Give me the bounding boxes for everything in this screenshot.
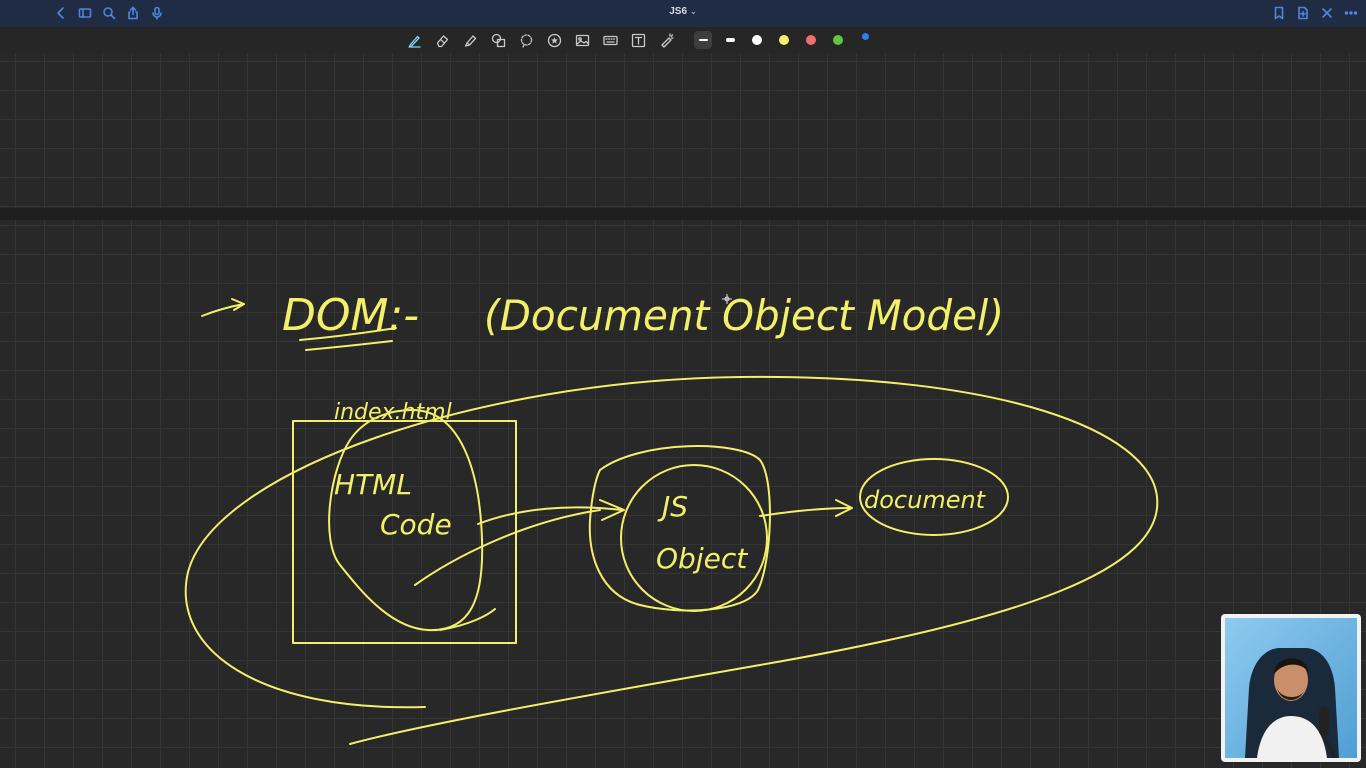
microphone-icon[interactable] bbox=[148, 4, 166, 22]
document-title-text: JS6 bbox=[669, 6, 688, 17]
add-page-icon[interactable] bbox=[1294, 4, 1312, 22]
notebook-page-previous[interactable] bbox=[0, 53, 1366, 208]
lasso-icon[interactable] bbox=[516, 30, 537, 51]
color-red-swatch[interactable] bbox=[802, 31, 820, 49]
pointer-cursor-icon bbox=[722, 294, 732, 304]
tool-group bbox=[404, 30, 677, 51]
sticker-icon[interactable] bbox=[544, 30, 565, 51]
image-icon[interactable] bbox=[572, 30, 593, 51]
keyboard-icon[interactable] bbox=[600, 30, 621, 51]
title-bar-right-controls bbox=[1270, 4, 1360, 22]
shapes-icon[interactable] bbox=[488, 30, 509, 51]
title-bar: JS6⌄ bbox=[0, 0, 1366, 28]
thick-stroke-button[interactable] bbox=[721, 31, 739, 49]
webcam-overlay bbox=[1221, 614, 1361, 762]
back-icon[interactable] bbox=[52, 4, 70, 22]
notebook-page-current[interactable] bbox=[0, 220, 1366, 768]
highlighter-icon[interactable] bbox=[460, 30, 481, 51]
document-title[interactable]: JS6⌄ bbox=[0, 6, 1366, 17]
eraser-icon[interactable] bbox=[432, 30, 453, 51]
text-icon[interactable] bbox=[628, 30, 649, 51]
chevron-down-icon: ⌄ bbox=[690, 7, 697, 16]
stroke-and-color-palette bbox=[694, 31, 874, 49]
color-white-swatch[interactable] bbox=[748, 31, 766, 49]
color-yellow-swatch[interactable] bbox=[775, 31, 793, 49]
page-divider bbox=[0, 208, 1366, 220]
presenter-video-icon bbox=[1225, 618, 1357, 758]
color-picker-swatch[interactable] bbox=[856, 31, 874, 49]
close-icon[interactable] bbox=[1318, 4, 1336, 22]
color-green-swatch[interactable] bbox=[829, 31, 847, 49]
pen-icon[interactable] bbox=[404, 30, 425, 51]
share-icon[interactable] bbox=[124, 4, 142, 22]
drawing-toolbar bbox=[0, 27, 1366, 53]
more-icon[interactable] bbox=[1342, 4, 1360, 22]
laser-pointer-icon[interactable] bbox=[656, 30, 677, 51]
search-icon[interactable] bbox=[100, 4, 118, 22]
sidebar-icon[interactable] bbox=[76, 4, 94, 22]
thin-stroke-button[interactable] bbox=[694, 31, 712, 49]
title-bar-left-controls bbox=[52, 4, 166, 22]
bookmark-icon[interactable] bbox=[1270, 4, 1288, 22]
